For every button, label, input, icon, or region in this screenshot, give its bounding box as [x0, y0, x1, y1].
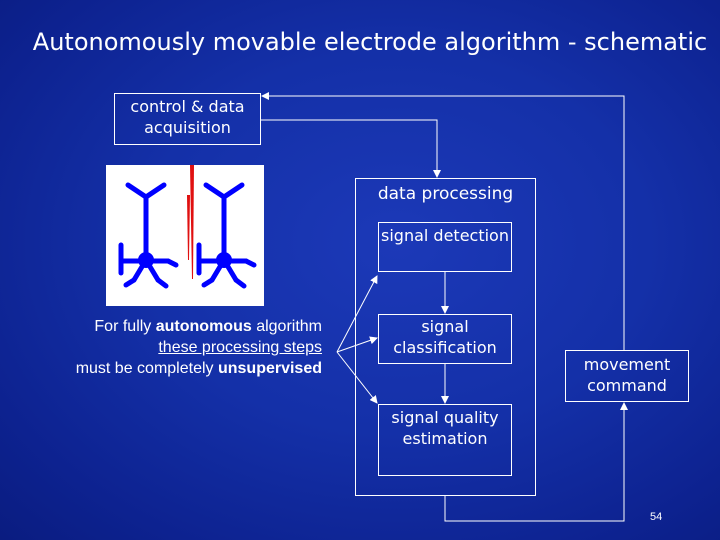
electrode-right [190, 165, 194, 279]
neuron-right [196, 182, 257, 289]
note-autonomous: autonomous [155, 318, 252, 335]
fan-arrow-quality [336, 351, 378, 404]
neuron-left [118, 182, 179, 289]
fan-arrow-detection [336, 275, 378, 353]
note-unsupervised: unsupervised [217, 360, 322, 377]
signal-quality-box: signal quality estimation [378, 404, 512, 476]
electrode-left [187, 195, 190, 260]
note-line2: these processing steps [158, 339, 322, 356]
signal-classification-box: signal classification [378, 314, 512, 364]
arrow-movement-to-control [261, 92, 625, 350]
fan-arrow-classification [336, 336, 378, 353]
data-processing-group: data processing [355, 178, 536, 496]
data-processing-label: data processing [377, 184, 514, 204]
control-data-acquisition-box: control & data acquisition [114, 93, 261, 145]
neuron-left-soma [138, 252, 154, 268]
slide-title: Autonomously movable electrode algorithm… [32, 28, 708, 56]
neuron-electrode-illustration [118, 165, 257, 289]
note-line3a: must be completely [75, 360, 218, 377]
page-number: 54 [650, 511, 663, 523]
unsupervised-note: For fully autonomous algorithm these pro… [0, 316, 322, 379]
neuron-right-soma [216, 252, 232, 268]
arrow-control-to-processing [261, 119, 441, 178]
neuron-illustration-panel [106, 165, 264, 306]
arrow-processing-to-movement [444, 402, 628, 522]
movement-command-box: movement command [565, 350, 689, 402]
note-line1a: For fully [94, 318, 156, 335]
signal-detection-box: signal detection [378, 222, 512, 272]
note-line1c: algorithm [251, 318, 322, 335]
